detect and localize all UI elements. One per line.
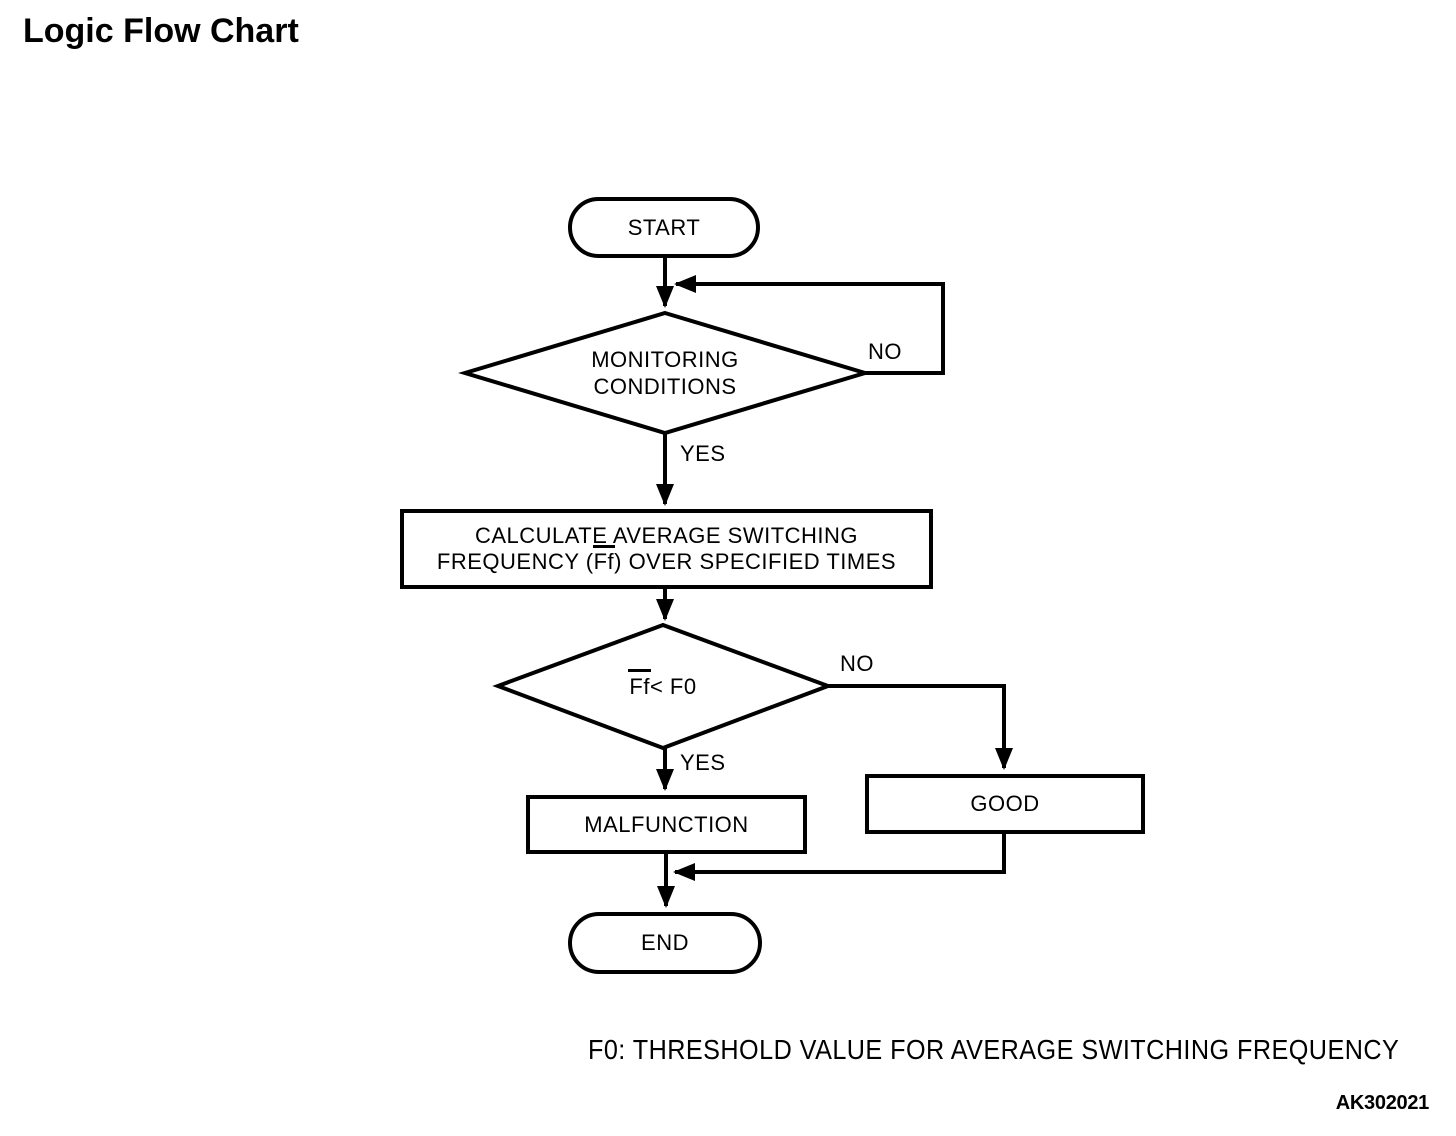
malfunction-box: MALFUNCTION — [526, 795, 807, 854]
end-node-label: END — [641, 930, 689, 955]
ff-average-symbol: Ff — [628, 668, 651, 699]
edge-threshold-no — [828, 684, 1013, 770]
monitoring-conditions-diamond — [458, 310, 872, 436]
monitoring-no-label: NO — [868, 339, 902, 364]
monitoring-conditions-line2: CONDITIONS — [593, 374, 737, 399]
good-label: GOOD — [970, 791, 1040, 816]
threshold-check-diamond — [492, 622, 834, 751]
good-box: GOOD — [865, 774, 1145, 834]
threshold-no-label: NO — [840, 651, 874, 676]
page-title: Logic Flow Chart — [23, 12, 299, 50]
end-node: END — [568, 912, 762, 974]
calculate-line2: FREQUENCY (Ff) OVER SPECIFIED TIMES — [436, 545, 897, 575]
start-node: START — [568, 197, 760, 258]
threshold-yes-label: YES — [680, 750, 726, 775]
threshold-comparison: < F0 — [649, 673, 697, 699]
monitoring-conditions-line1: MONITORING — [591, 347, 739, 372]
calculate-line2-suffix: ) OVER SPECIFIED TIMES — [614, 549, 897, 574]
ff-average-symbol: Ff — [592, 545, 615, 574]
calculate-line1: CALCULATE AVERAGE SWITCHING — [474, 523, 859, 548]
edge-monitoring-no-loop — [674, 275, 945, 375]
threshold-check-label: Ff < F0 — [563, 668, 763, 701]
document-code: AK302021 — [1335, 1092, 1430, 1114]
calculate-average-box: CALCULATE AVERAGE SWITCHING FREQUENCY (F… — [400, 509, 933, 589]
calculate-line2-prefix: FREQUENCY ( — [436, 549, 594, 574]
footnote-threshold-definition: F0: THRESHOLD VALUE FOR AVERAGE SWITCHIN… — [588, 1034, 1400, 1065]
malfunction-label: MALFUNCTION — [584, 811, 749, 837]
monitoring-conditions-label: MONITORING CONDITIONS — [565, 344, 765, 402]
monitoring-yes-label: YES — [680, 441, 726, 466]
edge-good-merge — [673, 834, 1006, 881]
start-node-label: START — [627, 214, 701, 240]
